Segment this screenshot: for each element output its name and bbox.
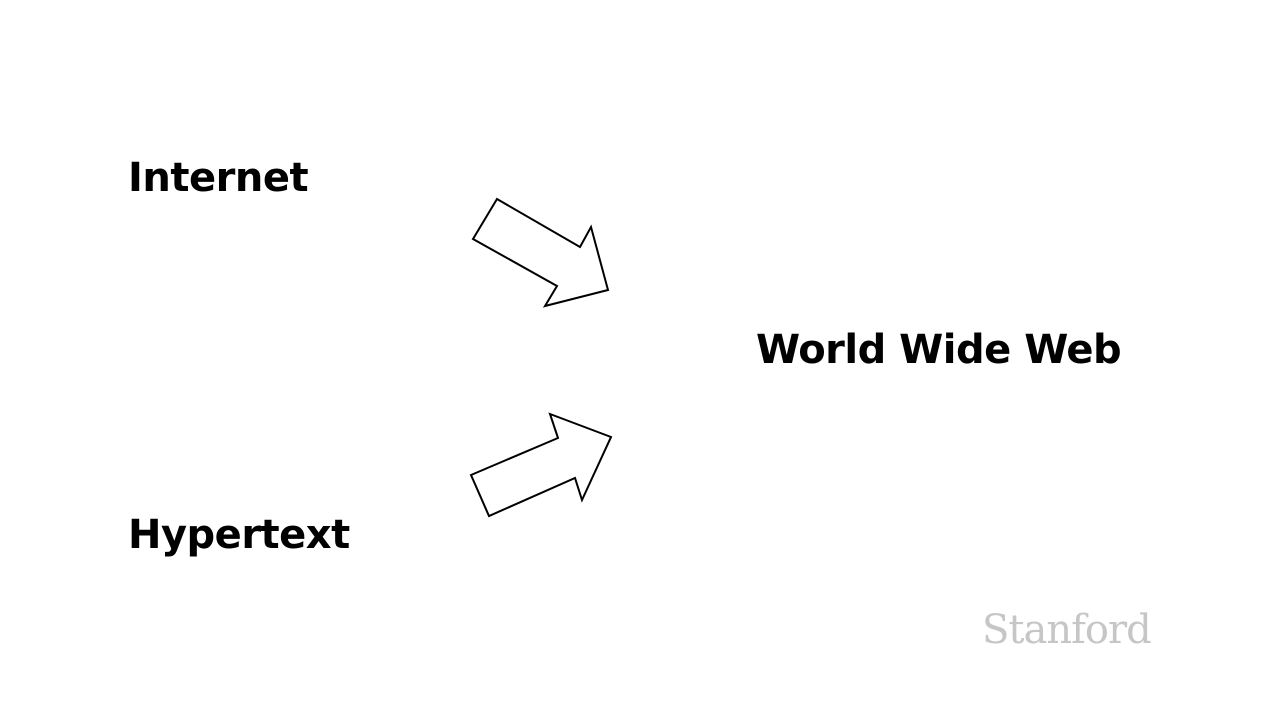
arrow-internet-to-www-icon (471, 197, 610, 308)
node-internet: Internet (128, 155, 309, 201)
node-hypertext: Hypertext (128, 512, 350, 558)
node-world-wide-web: World Wide Web (756, 327, 1122, 373)
arrow-hypertext-to-www-icon (469, 412, 613, 518)
stanford-watermark: Stanford (982, 607, 1152, 653)
